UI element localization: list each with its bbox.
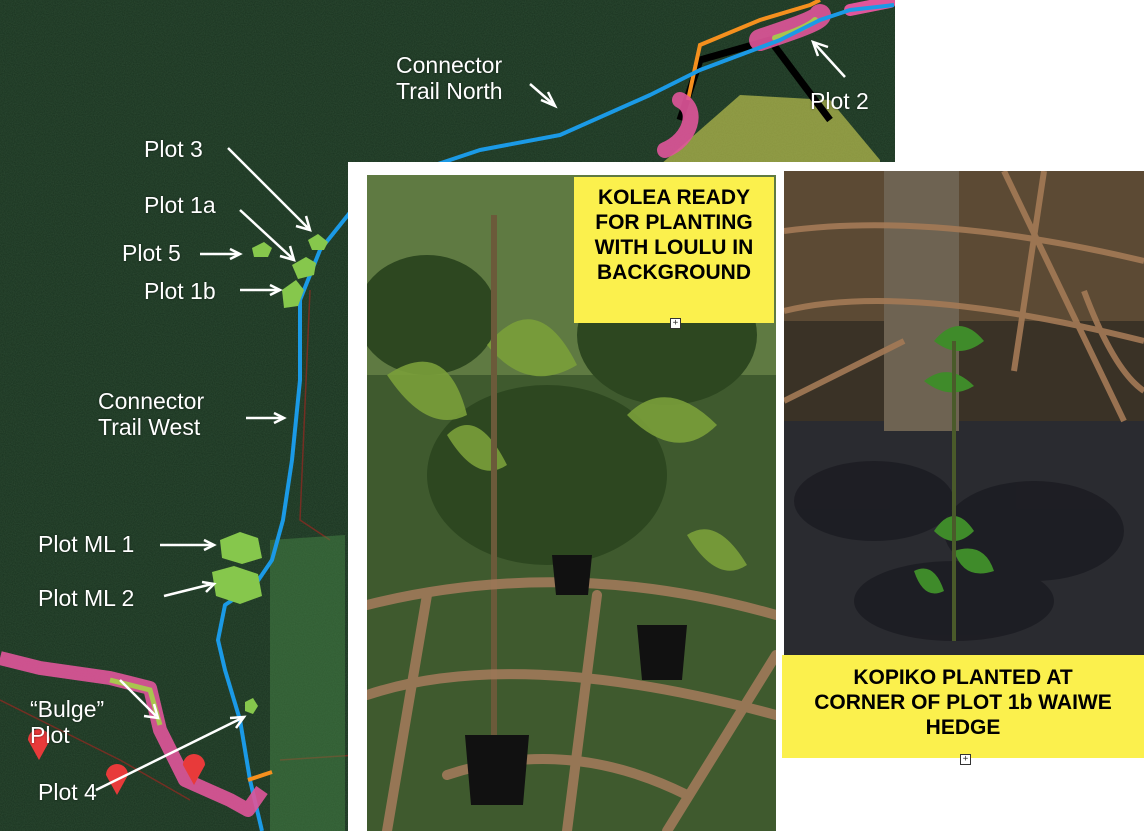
label-plot-ml1: Plot ML 1 bbox=[38, 531, 135, 557]
plus-box-icon[interactable]: + bbox=[670, 318, 681, 329]
label-line: “Bulge” bbox=[30, 696, 105, 722]
label-line: Trail North bbox=[396, 78, 503, 104]
plot-ml2-shape bbox=[212, 566, 262, 604]
label-plot2: Plot 2 bbox=[810, 88, 869, 114]
label-plot-ml2: Plot ML 2 bbox=[38, 585, 135, 611]
bulge-plot-small-shape bbox=[245, 698, 258, 714]
label-plot4: Plot 4 bbox=[38, 779, 97, 805]
label-connector-west: Connector Trail West bbox=[98, 388, 204, 440]
kopiko-caption: KOPIKO PLANTED AT CORNER OF PLOT 1b WAIW… bbox=[782, 655, 1144, 758]
caption-line: BACKGROUND bbox=[597, 261, 751, 284]
label-line: Plot bbox=[30, 722, 70, 748]
kopiko-photo bbox=[784, 171, 1144, 655]
plot1a-shape bbox=[292, 257, 316, 279]
plot1b-shape bbox=[282, 280, 304, 308]
pink-boundary-north bbox=[657, 92, 699, 158]
kolea-caption: KOLEA READY FOR PLANTING WITH LOULU IN B… bbox=[574, 177, 774, 323]
label-connector-north: Connector Trail North bbox=[396, 52, 503, 104]
caption-line: HEDGE bbox=[925, 716, 1001, 739]
marker-icon bbox=[183, 754, 205, 785]
label-plot1a: Plot 1a bbox=[144, 192, 216, 218]
pink-boundary-south bbox=[0, 651, 268, 817]
plot-ml1-shape bbox=[220, 532, 262, 564]
plus-box-icon[interactable]: + bbox=[960, 754, 971, 765]
label-line: Trail West bbox=[98, 414, 201, 440]
orange-trail-north bbox=[686, 0, 821, 101]
label-line: Connector bbox=[396, 52, 503, 78]
caption-line: FOR PLANTING bbox=[595, 211, 753, 234]
caption-line: KOPIKO PLANTED AT bbox=[853, 666, 1073, 689]
label-plot3: Plot 3 bbox=[144, 136, 203, 162]
label-bulge-plot: “Bulge” Plot bbox=[30, 696, 104, 748]
plot5-shape bbox=[252, 242, 272, 257]
caption-line: KOLEA READY bbox=[597, 186, 751, 209]
marker-icon bbox=[28, 729, 50, 760]
label-line: Connector bbox=[98, 388, 205, 414]
caption-line: CORNER OF PLOT 1b WAIWE bbox=[814, 691, 1112, 714]
caption-line: WITH LOULU IN bbox=[594, 236, 754, 259]
label-plot5: Plot 5 bbox=[122, 240, 181, 266]
plot3-shape bbox=[308, 234, 328, 250]
label-plot1b: Plot 1b bbox=[144, 278, 216, 304]
managed-area bbox=[270, 535, 345, 831]
